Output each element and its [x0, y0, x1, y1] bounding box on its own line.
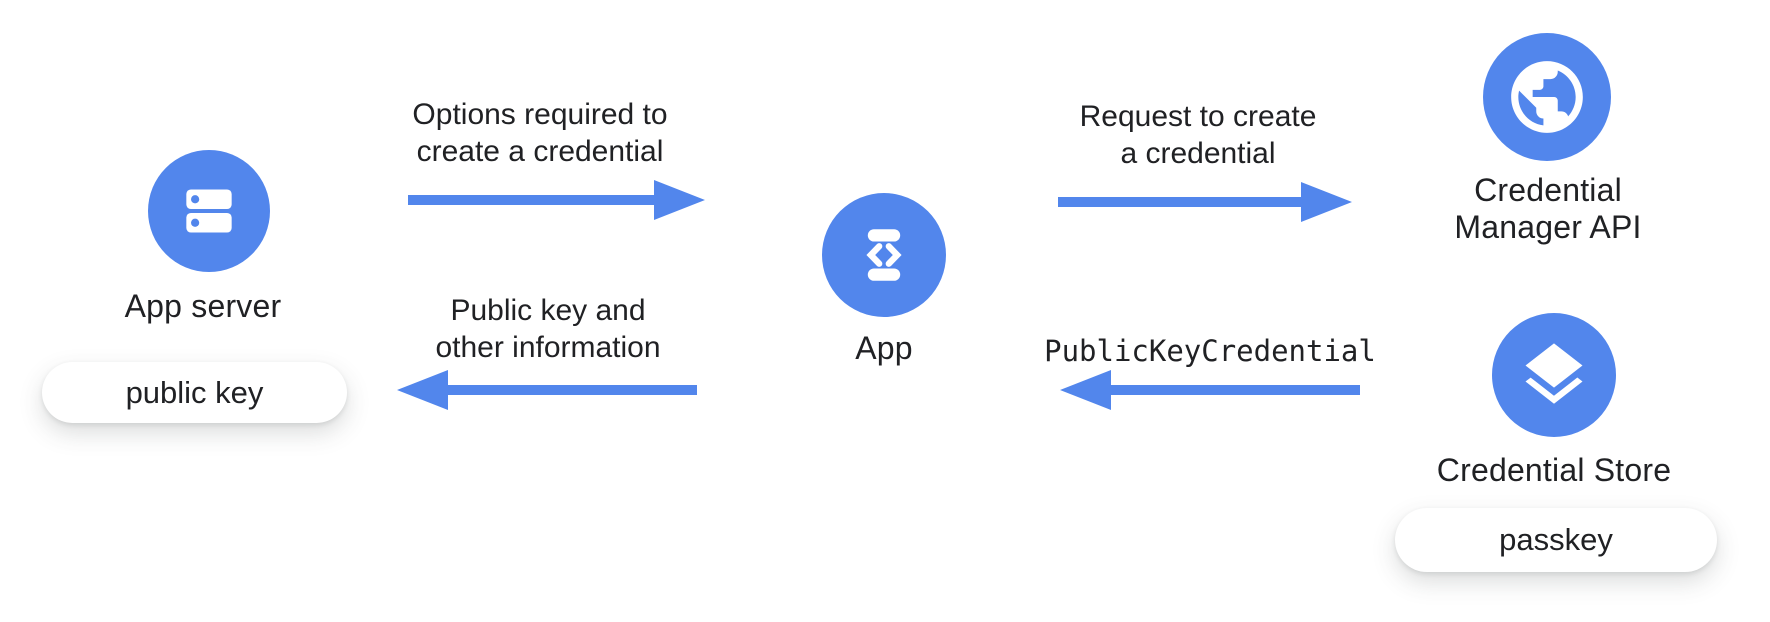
arrow-request-line1: Request to create [1079, 100, 1317, 133]
public-key-badge-text: public key [125, 374, 264, 410]
arrow-publickey-return-left [397, 370, 697, 410]
public-key-badge: public key [42, 362, 347, 423]
app-server-label: App server [124, 288, 282, 324]
arrow-request-right [1058, 182, 1352, 222]
arrow-options-right [408, 180, 705, 220]
arrow-publickey-return-line1: Public key and [450, 294, 646, 327]
arrow-options-label-line1: Options required to [412, 98, 668, 131]
arrow-publickeycredential-left [1060, 370, 1360, 410]
arrow-publickey-return-label: Public key and other information [398, 292, 698, 366]
credential-manager-node [1483, 33, 1611, 161]
credential-store-node [1492, 313, 1616, 437]
passkey-badge-text: passkey [1499, 522, 1613, 557]
globe-icon [1504, 54, 1590, 140]
credential-manager-label-line1: Credential [1474, 172, 1622, 208]
arrow-publickeycredential-label: PublicKeyCredential [1044, 334, 1376, 368]
app-node [822, 193, 946, 317]
credential-store-label: Credential Store [1436, 452, 1672, 488]
arrow-request-line2: a credential [1120, 137, 1276, 170]
phone-code-icon [848, 219, 920, 291]
layers-icon [1516, 337, 1592, 413]
app-server-node [148, 150, 270, 272]
arrow-options-label-line2: create a credential [416, 135, 664, 168]
arrow-options-label: Options required to create a credential [390, 96, 690, 170]
passkey-badge: passkey [1395, 508, 1717, 572]
server-icon [175, 177, 243, 245]
credential-manager-label: Credential Manager API [1408, 172, 1688, 246]
app-label: App [855, 330, 913, 366]
credential-manager-label-line2: Manager API [1454, 209, 1642, 245]
arrow-request-label: Request to create a credential [1048, 98, 1348, 172]
arrow-publickey-return-line2: other information [435, 331, 661, 364]
